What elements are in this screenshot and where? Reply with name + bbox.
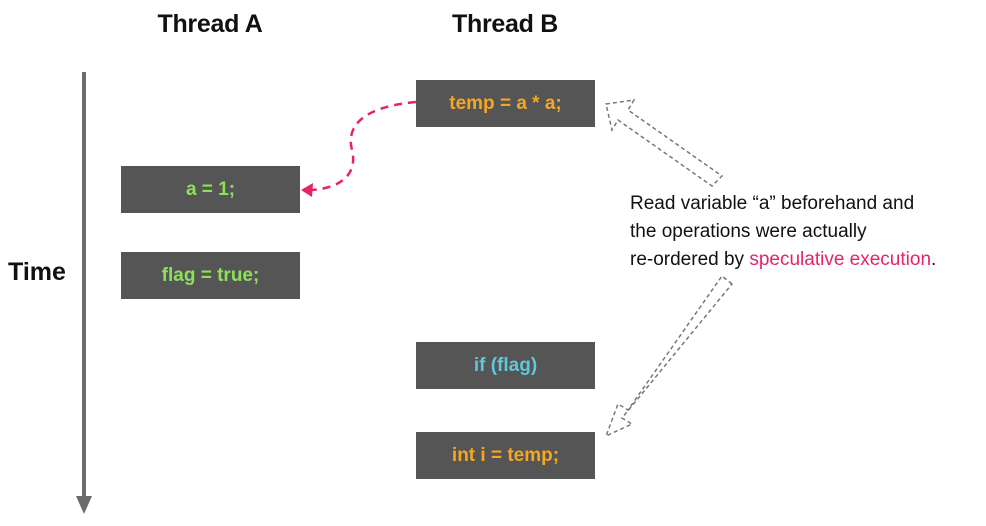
note-line-3-prefix: re-ordered by: [630, 249, 750, 270]
op-text: if (flag): [473, 354, 538, 376]
op-text: a = 1;: [185, 178, 236, 200]
hollow-arrow-upper: [605, 99, 724, 187]
thread-b-op-temp: temp = a * a;: [416, 80, 595, 127]
explanation-note: Read variable “a” beforehand and the ope…: [630, 190, 980, 274]
thread-b-header: Thread B: [452, 10, 558, 38]
op-text: flag = true;: [161, 264, 260, 286]
note-line-1: Read variable “a” beforehand and: [630, 193, 915, 214]
time-axis-label: Time: [8, 258, 66, 286]
time-axis-arrow: [76, 72, 92, 514]
op-text: temp = a * a;: [449, 92, 562, 114]
read-dependency-arrow: [301, 100, 417, 197]
thread-b-op-assign-i: int i = temp;: [416, 432, 595, 479]
op-text: int i = temp;: [451, 444, 560, 466]
thread-b-op-if-flag: if (flag): [416, 342, 595, 389]
note-line-3-suffix: .: [931, 249, 937, 270]
speculative-execution-highlight: speculative execution: [749, 249, 932, 270]
hollow-arrow-lower: [604, 274, 734, 438]
note-line-2: the operations were actually: [630, 221, 867, 242]
note-line-3: re-ordered by speculative execution.: [630, 246, 980, 274]
thread-a-op-assign-a: a = 1;: [121, 166, 300, 213]
thread-a-header: Thread A: [157, 10, 263, 38]
thread-a-op-set-flag: flag = true;: [121, 252, 300, 299]
